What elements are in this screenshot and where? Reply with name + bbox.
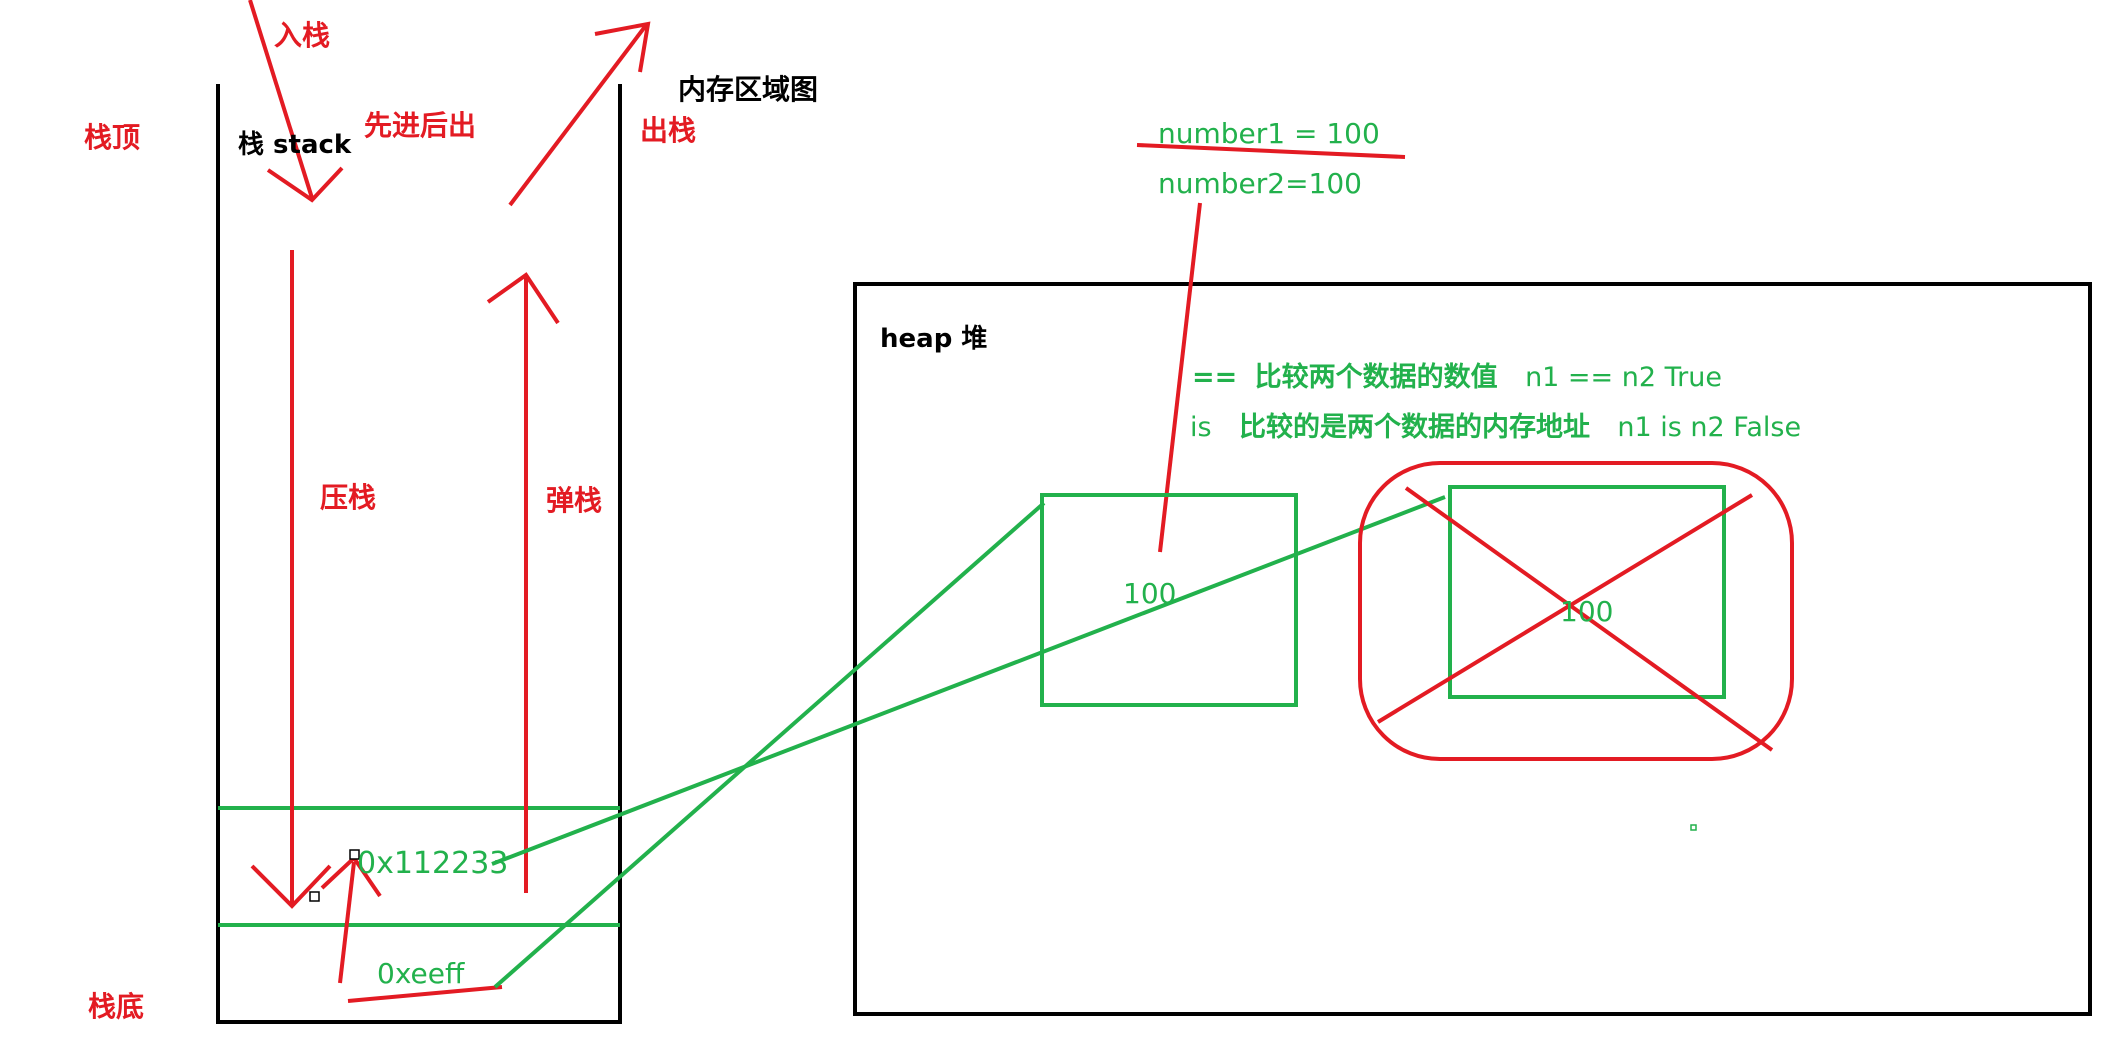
eq-operator-line: == 比较两个数据的数值 n1 == n2 True bbox=[1192, 364, 1722, 391]
pop-label: 弹栈 bbox=[546, 484, 603, 517]
variable-number2: number2=100 bbox=[1158, 167, 1362, 200]
stray-dot bbox=[1690, 824, 1697, 831]
cross-out-x bbox=[1376, 486, 1774, 752]
heap-object-1-value: 100 bbox=[1123, 577, 1177, 610]
stack-slot-lines bbox=[218, 806, 620, 927]
stack-bottom-label: 栈底 bbox=[88, 990, 145, 1023]
push-label: 压栈 bbox=[320, 481, 377, 514]
variable-underline bbox=[1136, 143, 1406, 159]
selection-handle bbox=[349, 849, 360, 860]
heap-box bbox=[853, 282, 2092, 1016]
eq-expression: n1 == n2 True bbox=[1525, 362, 1722, 393]
memory-map-title: 内存区域图 bbox=[678, 73, 819, 106]
eq-operator: == bbox=[1192, 362, 1238, 393]
stack-top-label: 栈顶 bbox=[84, 121, 141, 154]
push-in-label: 入栈 bbox=[274, 19, 331, 52]
is-expression: n1 is n2 False bbox=[1617, 412, 1802, 443]
push-in-arrow bbox=[248, 0, 344, 203]
pop-out-arrow bbox=[508, 21, 651, 207]
is-operator-line: is 比较的是两个数据的内存地址 n1 is n2 False bbox=[1190, 414, 1801, 441]
reference-line-addr2 bbox=[493, 501, 1046, 989]
reference-line-addr1 bbox=[491, 495, 1446, 866]
heap-title: heap 堆 bbox=[880, 324, 988, 354]
is-description: 比较的是两个数据的内存地址 bbox=[1238, 412, 1590, 443]
pop-out-label: 出栈 bbox=[640, 114, 697, 147]
lifo-label: 先进后出 bbox=[364, 109, 477, 142]
is-operator: is bbox=[1190, 412, 1212, 443]
stack-address-1: 0x112233 bbox=[357, 846, 509, 881]
cross-out-circle bbox=[1358, 461, 1794, 761]
stack-title: 栈 stack bbox=[238, 130, 352, 160]
stack-address-2: 0xeeff bbox=[377, 957, 465, 990]
heap-object-1 bbox=[1040, 493, 1298, 707]
pop-arrow bbox=[486, 272, 560, 893]
heap-object-2-value: 100 bbox=[1560, 595, 1614, 628]
push-arrow bbox=[250, 250, 332, 909]
stack-container bbox=[216, 84, 622, 1024]
heap-object-2 bbox=[1448, 485, 1726, 699]
eq-description: 比较两个数据的数值 bbox=[1254, 362, 1498, 393]
variable-number1: number1 = 100 bbox=[1158, 117, 1380, 150]
selection-handle bbox=[309, 891, 320, 902]
